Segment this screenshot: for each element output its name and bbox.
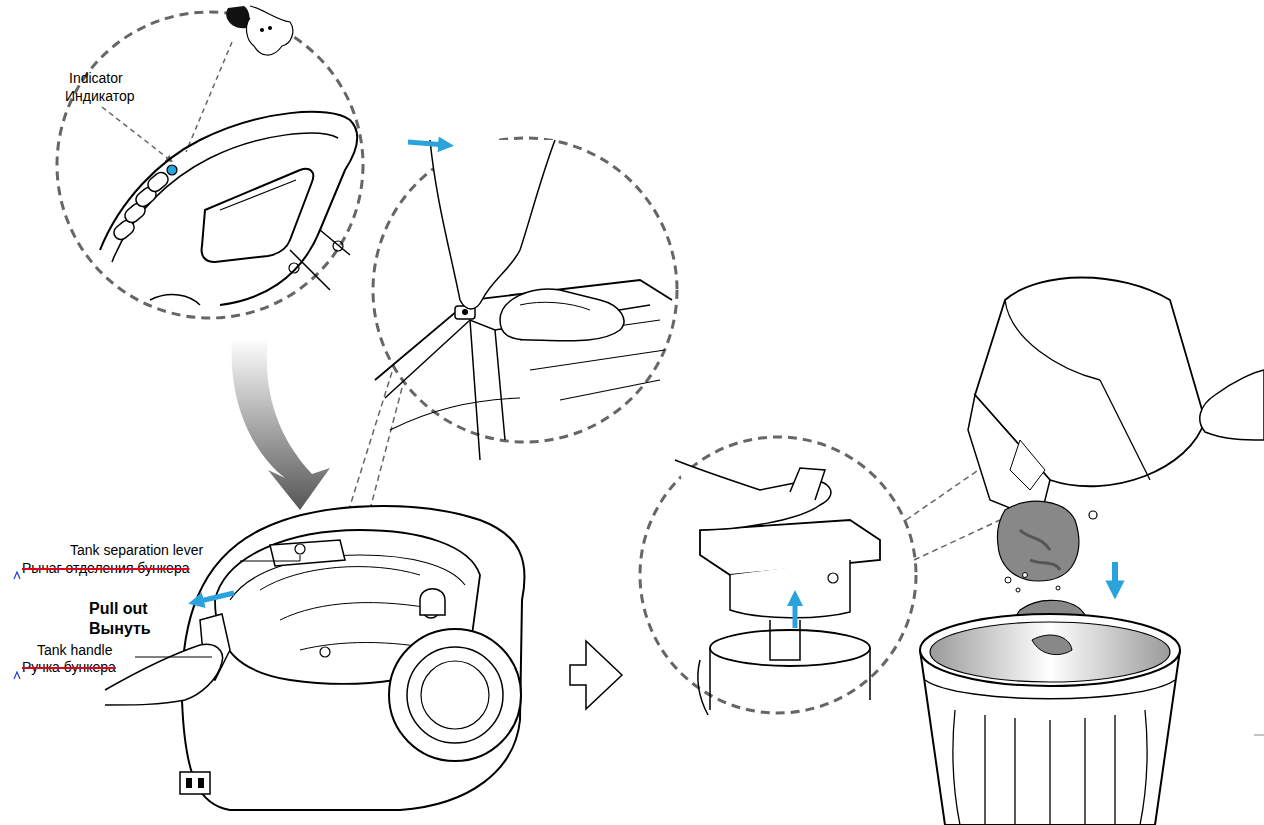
part-label: Ручка бункера — [22, 659, 116, 676]
page-mark — [1254, 735, 1264, 736]
pull-arrow — [196, 593, 234, 602]
tank-handle — [698, 660, 708, 715]
tank-lever — [270, 540, 345, 566]
power-port — [180, 772, 210, 794]
lever-zoom — [340, 138, 677, 540]
leader-line — [240, 555, 300, 561]
handle-detail — [333, 241, 343, 251]
handle-detail — [290, 230, 350, 290]
handle-detail — [289, 263, 299, 273]
bin-rib — [1014, 718, 1015, 825]
power-port — [198, 778, 204, 788]
dust-clump — [1020, 530, 1060, 570]
body-button — [420, 589, 445, 615]
dust-clump — [997, 501, 1078, 581]
wheel — [389, 629, 521, 761]
hand — [675, 460, 831, 530]
cartoon-eye — [268, 26, 272, 30]
bin-rib — [1049, 720, 1050, 825]
hand-fingers — [500, 289, 624, 341]
handle-outline — [112, 133, 338, 262]
body-outline — [182, 506, 525, 810]
cartoon-figure — [226, 6, 249, 28]
zoom-circle — [373, 138, 677, 442]
dust-clump — [1032, 635, 1072, 655]
tank-detail — [1089, 511, 1097, 519]
control-button — [145, 170, 171, 195]
power-port — [186, 778, 192, 788]
tank-detail — [1005, 300, 1150, 480]
part-label: Tank handle — [37, 642, 113, 659]
edit-caret — [14, 572, 20, 579]
part-label: Tank separation lever — [70, 542, 203, 559]
push-arrow — [408, 142, 446, 145]
handle-outline — [100, 112, 357, 305]
bin-rib — [1084, 718, 1085, 825]
part-label: Вынуть — [89, 619, 151, 638]
handle-top — [470, 320, 505, 460]
dust-speck — [1056, 586, 1060, 590]
hand — [105, 644, 223, 705]
bin-rib — [1114, 715, 1115, 825]
handle-detail — [220, 180, 296, 210]
trash-can — [920, 614, 1180, 825]
tank-filter — [730, 560, 850, 618]
handle-opening — [202, 169, 314, 262]
hand-fingers — [520, 302, 590, 310]
tank-detail — [260, 567, 440, 650]
body-detail — [320, 647, 330, 657]
lever-button — [462, 309, 468, 315]
transition-arrow — [232, 338, 330, 510]
handle-top — [375, 280, 672, 380]
edit-caret — [14, 672, 20, 679]
bin-ribs — [953, 710, 1147, 825]
dust-speck — [1016, 588, 1020, 592]
drop-arrow — [1112, 562, 1118, 590]
part-label: Индикатор — [65, 88, 135, 105]
bin-rim — [920, 614, 1180, 686]
bin-rib — [1140, 710, 1147, 825]
tank-lever-button — [295, 544, 305, 554]
tank-bin — [710, 620, 870, 710]
dust-speck — [1023, 573, 1028, 578]
bin-rib — [953, 710, 960, 825]
hand — [430, 140, 555, 309]
leader-line — [102, 107, 170, 160]
dust-speck — [1005, 577, 1011, 583]
part-label: Рычаг отделения бункера — [22, 560, 189, 577]
leader-line — [135, 657, 212, 658]
lift-arrow — [793, 598, 798, 628]
bin-inside — [930, 622, 1170, 682]
part-label: Indicator — [69, 70, 123, 87]
tank-detail — [828, 573, 838, 583]
zoom-circle — [640, 437, 916, 713]
zoom-circle — [57, 12, 363, 318]
wheel-hub — [407, 647, 503, 743]
body-edge — [150, 295, 200, 305]
transition-arrow — [232, 338, 330, 510]
cartoon-figure — [247, 6, 293, 55]
indicator-zoom — [57, 6, 363, 318]
bin-rib — [984, 715, 985, 825]
tank-detail — [1010, 440, 1045, 490]
bin-band — [925, 680, 1175, 699]
wheel-hub — [421, 661, 489, 729]
step-arrow — [570, 641, 622, 709]
hand — [1200, 370, 1264, 440]
indicator-light — [167, 165, 177, 175]
cover-handle — [790, 468, 825, 500]
part-label: Pull out — [89, 599, 148, 618]
control-buttons — [111, 170, 171, 243]
edit-caret — [14, 572, 20, 679]
cartoon-eye — [260, 28, 264, 32]
